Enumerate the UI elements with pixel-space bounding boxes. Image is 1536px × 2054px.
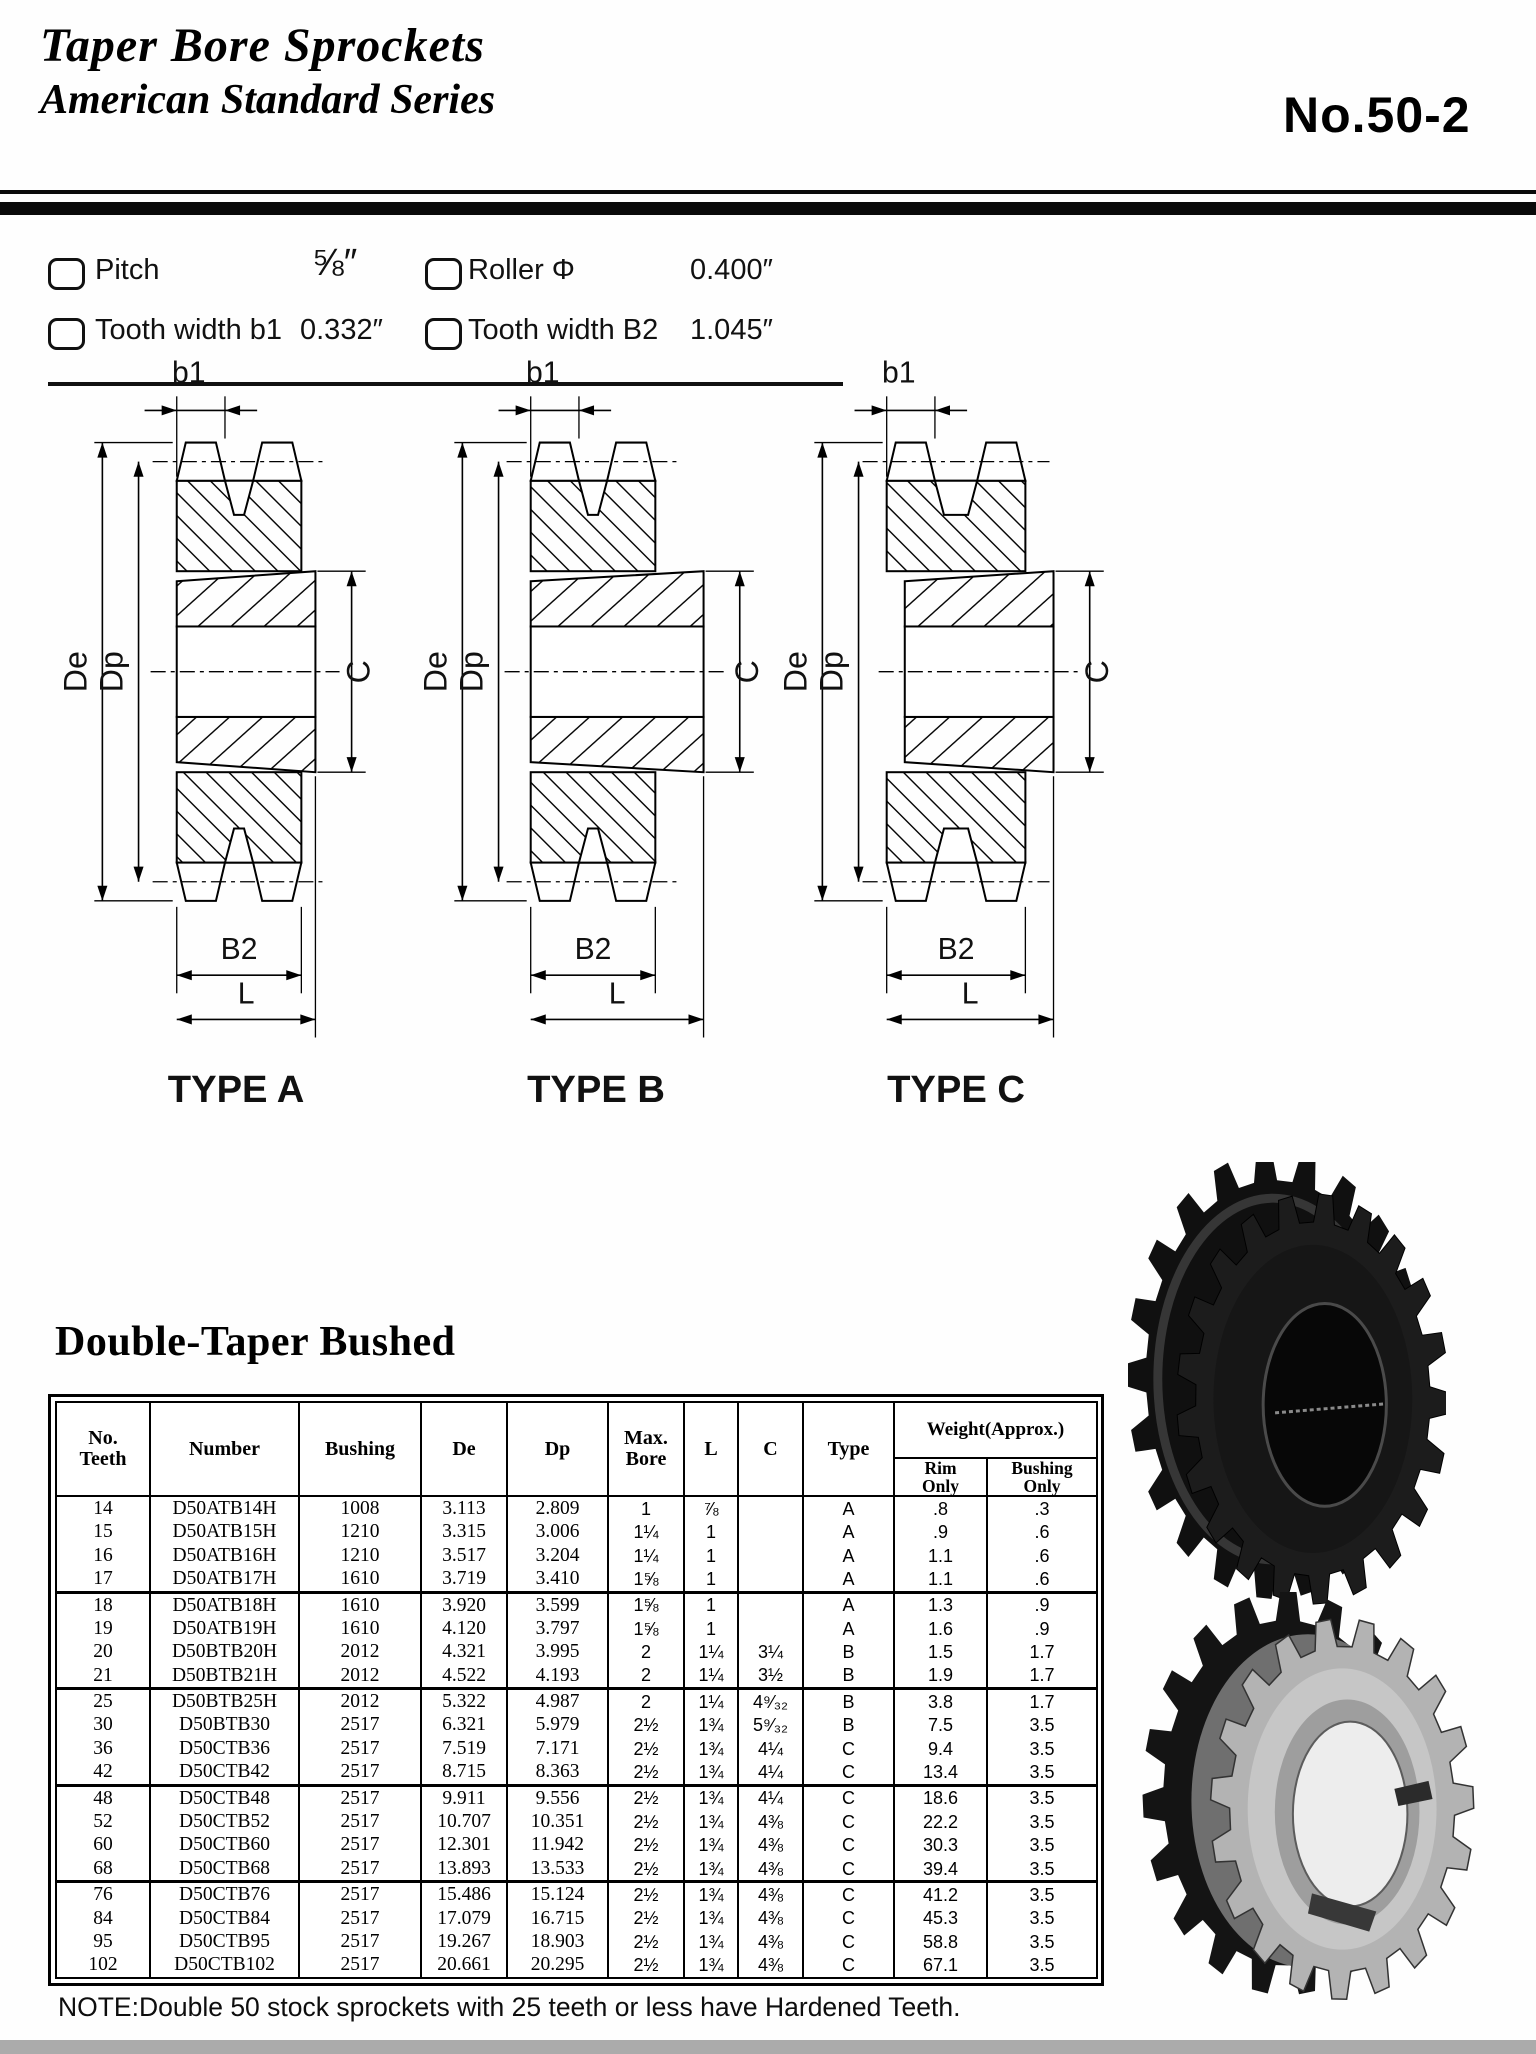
svg-text:Dp: Dp [813,651,849,692]
svg-text:b1: b1 [172,356,206,389]
col-header-max-bore: Max.Bore [607,1400,685,1498]
svg-text:b1: b1 [882,356,916,389]
spec-value-pitch: ⅝″ [312,242,358,284]
spec-value-roller: 0.400″ [690,254,773,286]
svg-text:TYPE B: TYPE B [527,1068,665,1111]
svg-text:b1: b1 [526,356,560,389]
spec-label-toothwidth-b2: Tooth width B2 [468,314,659,346]
col-header-bushing: Bushing [298,1400,422,1498]
col-header-l: L [683,1400,739,1498]
svg-text:B2: B2 [938,933,975,966]
col-header-de: De [420,1400,508,1498]
svg-text:L: L [609,977,626,1010]
svg-text:C: C [729,660,765,683]
svg-text:C: C [1079,660,1115,683]
col-header-weight: Weight(Approx.) [892,1401,1099,1459]
spec-label-pitch: Pitch [95,254,160,286]
page-subtitle: American Standard Series [40,77,496,123]
svg-text:De: De [777,651,813,692]
spec-table-frame: No.Teeth Number Bushing De Dp Max.Bore L… [48,1394,1104,1986]
sprocket-photo-svg [1126,1151,1450,1605]
col-header-c: C [737,1400,804,1498]
col-header-dp: Dp [506,1400,609,1498]
spec-underline [48,382,843,386]
svg-text:L: L [962,977,979,1010]
spec-value-toothwidth-b1: 0.332″ [300,314,383,346]
svg-text:De: De [417,651,453,692]
spec-table: No.Teeth Number Bushing De Dp Max.Bore L… [55,1400,1099,1979]
svg-text:Dp: Dp [93,651,129,692]
svg-text:De: De [57,651,93,692]
col-header-type: Type [802,1400,895,1498]
header-divider-thin [0,190,1536,194]
spec-checkbox-pitch [48,258,85,290]
section-title: Double-Taper Bushed [55,1319,456,1365]
svg-text:Dp: Dp [453,651,489,692]
page-number: No.50-2 [1283,87,1471,143]
spec-checkbox-roller [425,258,462,290]
spec-label-toothwidth-b1: Tooth width b1 [95,314,283,346]
sprocket-photo-bottom [1135,1590,1497,2024]
spec-checkbox-toothwidth-b1 [48,318,85,350]
header-divider-thick [0,202,1536,215]
svg-text:B2: B2 [221,933,258,966]
svg-text:B2: B2 [575,933,612,966]
spec-checkbox-toothwidth-b2 [425,318,462,350]
svg-text:TYPE C: TYPE C [887,1068,1025,1111]
spec-label-roller: Roller Φ [468,254,575,286]
svg-text:C: C [341,660,377,683]
sprocket-photo-top [1126,1151,1450,1614]
footnote: NOTE:Double 50 stock sprockets with 25 t… [58,1992,961,2022]
col-header-number: Number [149,1400,300,1498]
svg-text:TYPE A: TYPE A [168,1068,304,1111]
col-header-teeth: No.Teeth [55,1400,151,1498]
spec-value-toothwidth-b2: 1.045″ [690,314,773,346]
sprocket-photo-svg [1142,1590,1475,2001]
svg-text:L: L [238,977,255,1010]
page-footer-bar [0,2040,1536,2054]
page-title: Taper Bore Sprockets [40,19,485,72]
